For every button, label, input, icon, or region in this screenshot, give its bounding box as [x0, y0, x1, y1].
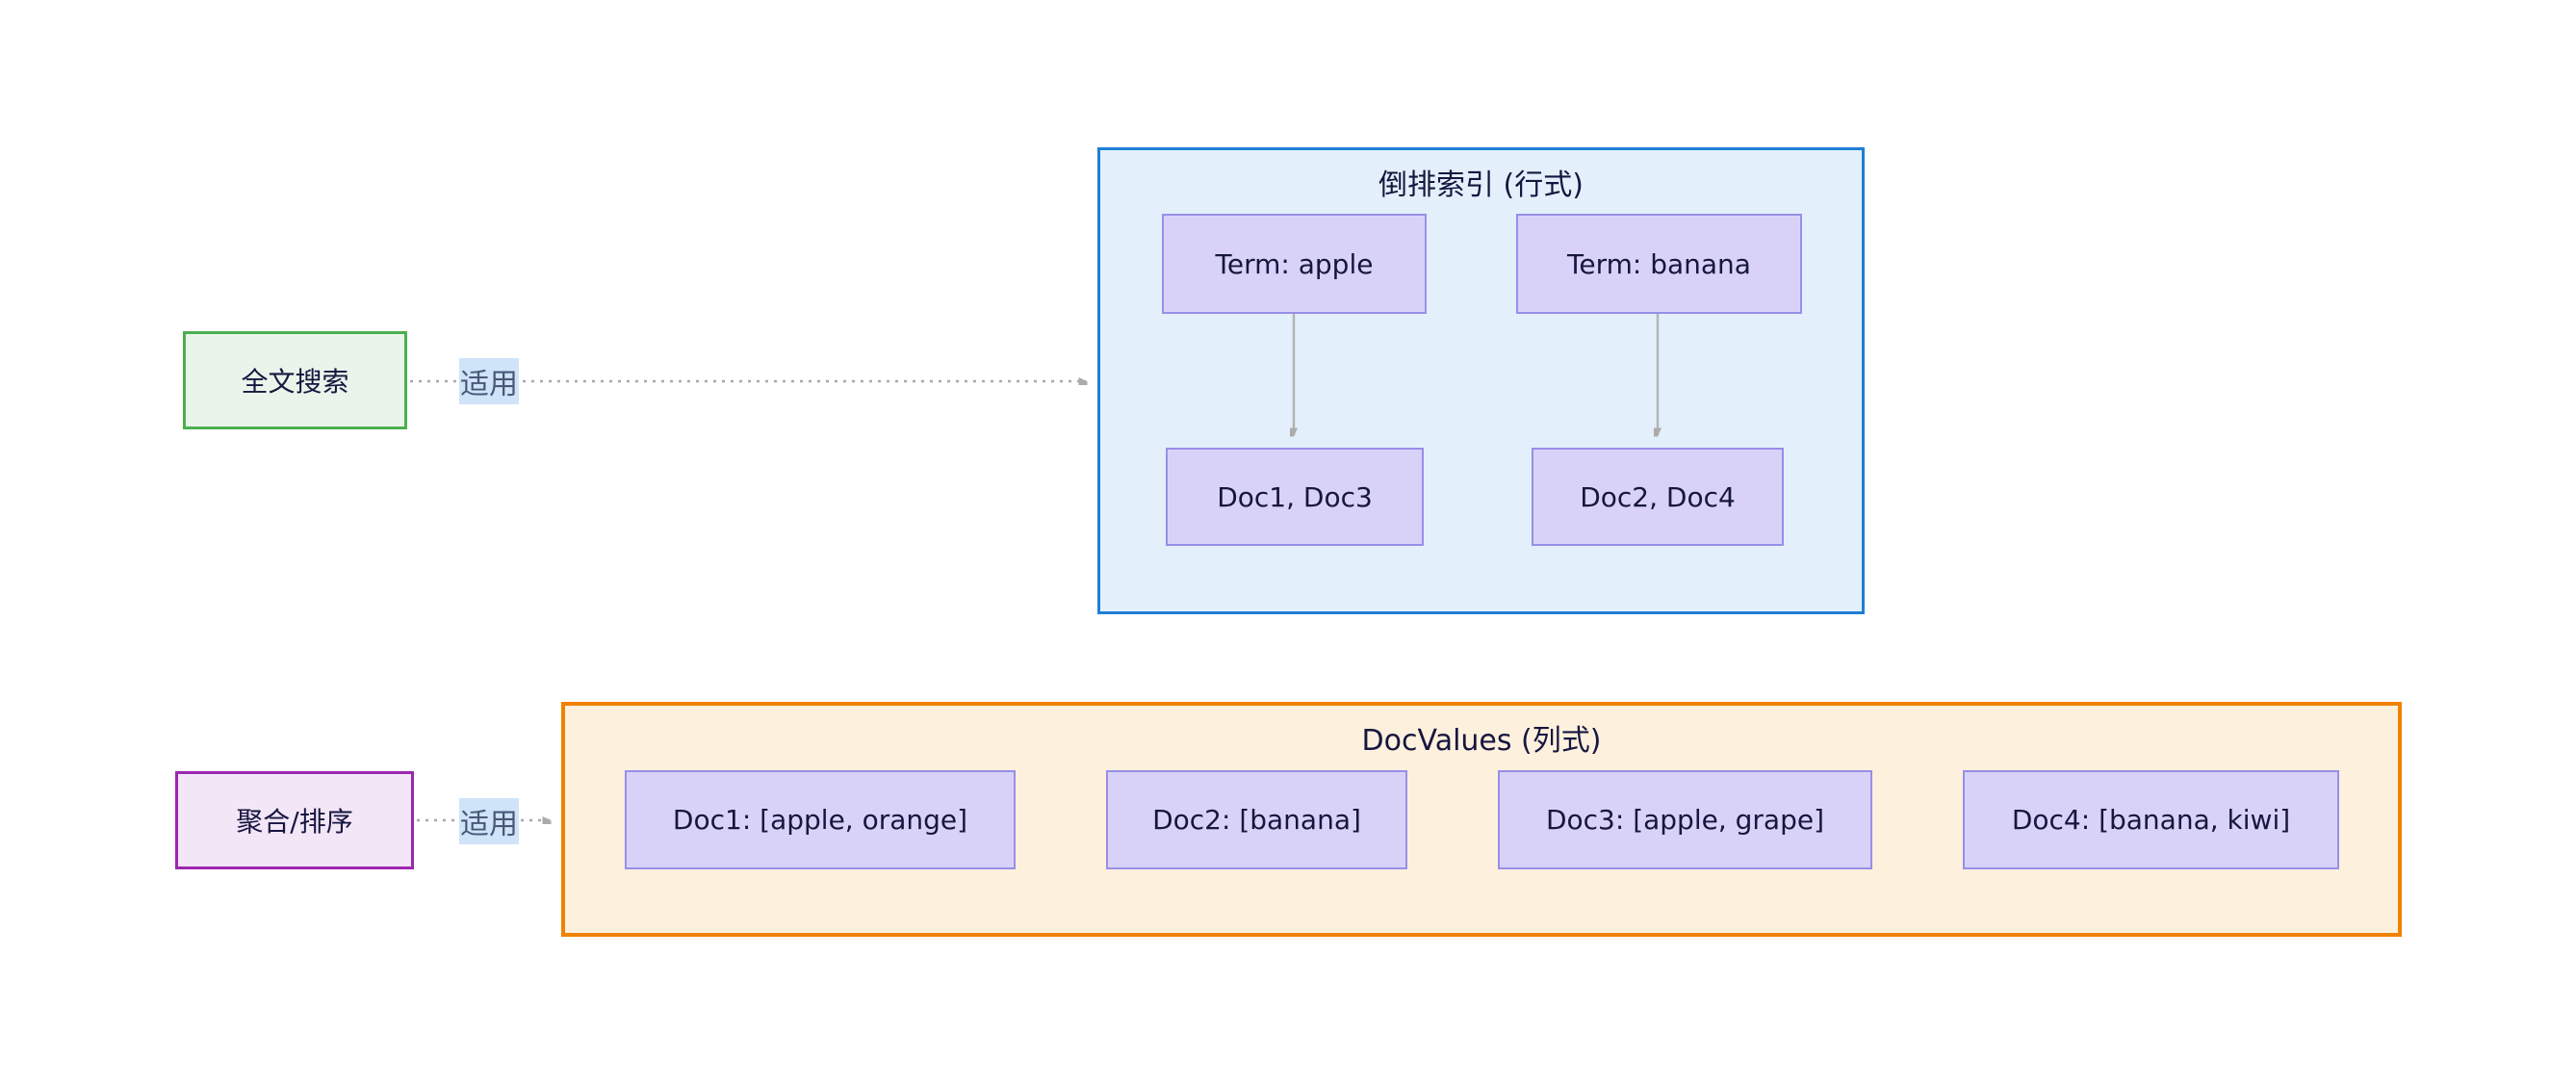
node-doc4-values: Doc4: [banana, kiwi]	[1963, 770, 2339, 869]
node-term-apple-label: Term: apple	[1215, 247, 1374, 280]
docvalues-title: DocValues (列式)	[1361, 724, 1602, 758]
node-aggregation-sort: 聚合/排序	[175, 771, 414, 869]
edge-label-apply-2-text: 适用	[460, 808, 518, 841]
node-doc1-values: Doc1: [apple, orange]	[625, 770, 1016, 869]
node-doc3-values: Doc3: [apple, grape]	[1498, 770, 1872, 869]
edge-label-apply-1: 适用	[459, 358, 519, 404]
node-fulltext-search: 全文搜索	[183, 331, 407, 429]
node-term-apple: Term: apple	[1162, 214, 1427, 314]
node-posting-doc1-doc3-label: Doc1, Doc3	[1217, 480, 1373, 513]
node-posting-doc2-doc4: Doc2, Doc4	[1532, 448, 1784, 546]
node-posting-doc1-doc3: Doc1, Doc3	[1166, 448, 1424, 546]
node-posting-doc2-doc4-label: Doc2, Doc4	[1580, 480, 1736, 513]
node-aggregation-sort-label: 聚合/排序	[236, 806, 353, 838]
edge-label-apply-2: 适用	[459, 798, 519, 844]
node-term-banana: Term: banana	[1516, 214, 1802, 314]
node-doc2-values: Doc2: [banana]	[1106, 770, 1407, 869]
node-doc3-values-label: Doc3: [apple, grape]	[1545, 804, 1825, 836]
inverted-index-title: 倒排索引 (行式)	[1378, 168, 1584, 202]
node-doc2-values-label: Doc2: [banana]	[1152, 804, 1361, 836]
node-fulltext-search-label: 全文搜索	[241, 366, 349, 398]
node-doc4-values-label: Doc4: [banana, kiwi]	[2011, 804, 2291, 836]
node-term-banana-label: Term: banana	[1567, 247, 1751, 280]
edge-label-apply-1-text: 适用	[460, 368, 518, 401]
node-doc1-values-label: Doc1: [apple, orange]	[672, 804, 968, 836]
